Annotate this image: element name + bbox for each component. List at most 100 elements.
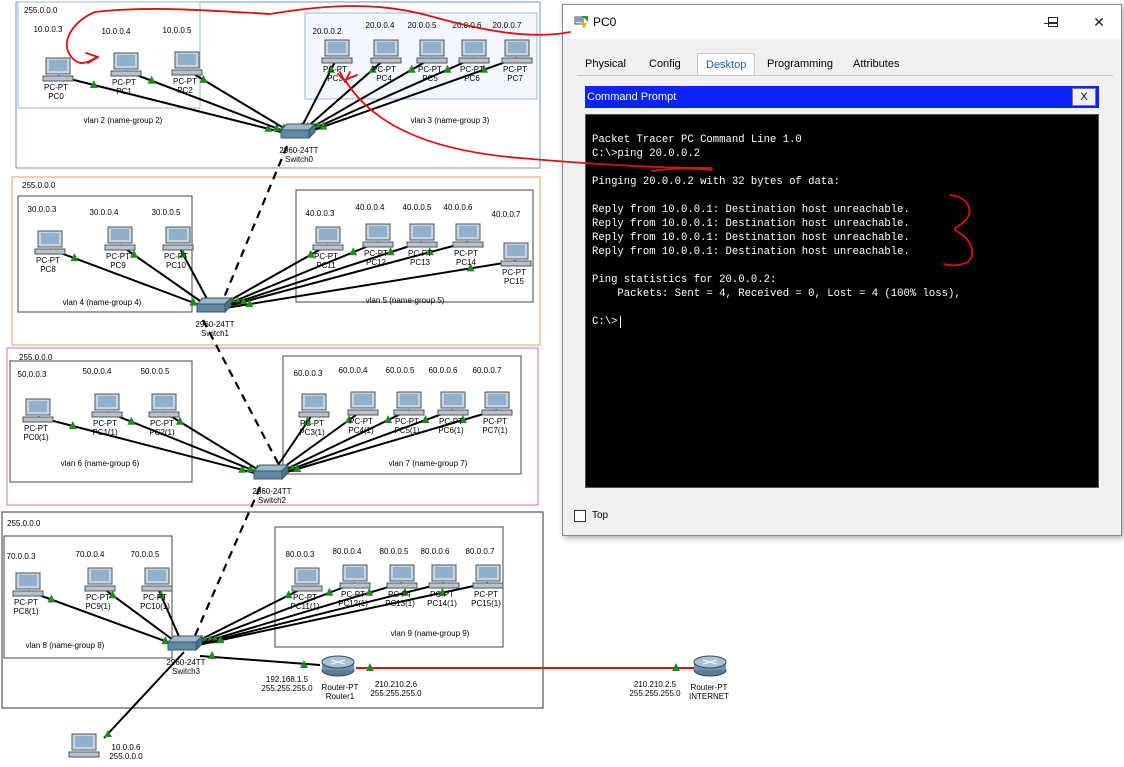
pc-cable: [212, 260, 517, 311]
link-status-icon: [407, 64, 416, 73]
pc-ip-label: 20.0.0.6: [452, 21, 482, 30]
link-status-icon: [438, 587, 447, 596]
pc-label[interactable]: PC-PT PC0: [44, 83, 68, 101]
command-prompt-close-button[interactable]: X: [1072, 88, 1096, 106]
terminal-output[interactable]: Packet Tracer PC Command Line 1.0 C:\>pi…: [585, 114, 1099, 488]
pc-label[interactable]: PC-PT PC5(1): [394, 417, 420, 435]
router1-label[interactable]: Router-PT Router1: [321, 683, 359, 701]
terminal-line: Reply from 10.0.0.1: Destination host un…: [592, 204, 910, 216]
pc-label[interactable]: PC-PT PC2: [173, 77, 197, 95]
pc-cable: [212, 241, 423, 311]
tab-desktop[interactable]: Desktop: [697, 53, 756, 75]
switch-icon: [252, 463, 290, 481]
pc-icon: [148, 393, 180, 418]
pc-icon: [386, 564, 418, 589]
network-area-2: [11, 176, 541, 346]
pc-label[interactable]: PC-PT PC1: [112, 78, 136, 96]
pc-icon: [481, 391, 513, 416]
pc-label[interactable]: PC-PT PC6: [460, 65, 484, 83]
pc-ip-label: 30.0.0.3: [27, 205, 57, 214]
pc-label[interactable]: PC-PT PC0(1): [23, 424, 49, 442]
terminal-line: Reply from 10.0.0.1: Destination host un…: [592, 246, 910, 258]
pc-icon: [34, 230, 66, 255]
pc-label[interactable]: PC-PT PC3(1): [299, 419, 325, 437]
pc-label[interactable]: PC-PT PC15: [502, 268, 526, 286]
packet-tracer-app-icon: [574, 16, 588, 29]
link-status-icon: [303, 416, 312, 425]
pc-label[interactable]: PC-PT PC11(1): [290, 593, 320, 611]
switch-label[interactable]: 2960-24TT Switch1: [195, 320, 235, 338]
pc-ip-label: 20.0.0.4: [365, 21, 395, 30]
switch-label[interactable]: 2960-24TT Switch3: [166, 658, 206, 676]
pc-label[interactable]: PC-PT PC13: [408, 249, 432, 267]
tab-programming[interactable]: Programming: [767, 58, 834, 70]
pc-ip-label: 60.0.0.7: [472, 366, 502, 375]
switch-label[interactable]: 2960-24TT Switch0: [279, 146, 319, 164]
router1-lan-ip-label: 192.168.1.5 255.255.255.0: [261, 675, 313, 693]
pc-label[interactable]: PC-PT PC7: [503, 65, 527, 83]
tab-config[interactable]: Config: [649, 58, 681, 70]
pc-icon: [171, 51, 203, 76]
tab-attributes[interactable]: Attributes: [853, 58, 900, 70]
link-status-icon: [366, 663, 374, 671]
tab-physical[interactable]: Physical: [585, 58, 626, 70]
pc-label[interactable]: PC-PT PC2(1): [149, 419, 175, 437]
pc-label[interactable]: PC-PT PC12(1): [338, 590, 368, 608]
link-status-icon: [345, 415, 354, 424]
pc-icon: [91, 393, 123, 418]
pc-label[interactable]: PC-PT PC4(1): [348, 417, 374, 435]
pc-icon: [162, 226, 194, 251]
top-checkbox[interactable]: [574, 510, 586, 522]
link-status-icon: [319, 121, 328, 130]
link-status-icon: [208, 651, 216, 659]
pc-ip-label: 40.0.0.6: [443, 203, 473, 212]
pc-icon: [104, 226, 136, 251]
pc-ip-label: 80.0.0.7: [465, 547, 495, 556]
pc-ip-label: 20.0.0.5: [407, 21, 437, 30]
vlan-caption: vlan 6 (name-group 6): [60, 459, 140, 468]
pc-label[interactable]: PC-PT PC4: [372, 65, 396, 83]
link-status-icon: [672, 663, 680, 671]
pc-label[interactable]: PC-PT PC15(1): [471, 590, 501, 608]
pc-ip-label: 50.0.0.3: [17, 370, 47, 379]
pc-label[interactable]: PC-PT PC7(1): [482, 417, 508, 435]
maximize-button[interactable]: [1041, 11, 1063, 33]
pc-label[interactable]: PC-PT PC3: [323, 65, 347, 83]
pc-label[interactable]: PC-PT PC14(1): [427, 590, 457, 608]
pc-label[interactable]: PC-PT PC8(1): [13, 598, 39, 616]
vlan-caption: vlan 5 (name-group 5): [365, 296, 445, 305]
link-status-icon: [104, 730, 112, 737]
pc-label[interactable]: PC-PT PC6(1): [438, 417, 464, 435]
close-button[interactable]: ✕: [1093, 14, 1105, 30]
pc-label[interactable]: PC-PT PC10(1): [140, 593, 170, 611]
pc-label[interactable]: PC-PT PC8: [36, 256, 60, 274]
pc-cable: [183, 582, 489, 649]
pc-label[interactable]: PC-PT PC1(1): [92, 419, 118, 437]
pc-label[interactable]: PC-PT PC5: [418, 65, 442, 83]
switch-icon: [195, 296, 233, 314]
pc-label[interactable]: PC-PT PC14: [454, 249, 478, 267]
command-prompt-header: Command Prompt X: [585, 86, 1099, 108]
internet-router-label[interactable]: Router-PT INTERNET: [689, 683, 729, 701]
minimize-icon: [1042, 11, 1064, 33]
link-status-icon: [327, 64, 335, 73]
pc-icon: [84, 567, 116, 592]
pc-ip-label: 80.0.0.6: [420, 547, 450, 556]
pc0-window[interactable]: PC0 — ✕ Physical Config Desktop Programm…: [562, 4, 1122, 536]
pc-icon: [110, 52, 142, 77]
link-status-icon: [458, 415, 467, 424]
pc-ip-label: 20.0.0.7: [492, 21, 522, 30]
pc-label[interactable]: PC-PT PC9(1): [85, 593, 111, 611]
pc-ip-label: 30.0.0.4: [89, 208, 119, 217]
pc-label[interactable]: PC-PT PC13(1): [385, 590, 415, 608]
pc-ip-label: 70.0.0.3: [6, 552, 36, 561]
pc-label[interactable]: PC-PT PC9: [106, 252, 130, 270]
switch-label[interactable]: 2960-24TT Switch2: [252, 487, 292, 505]
pc-label[interactable]: PC-PT PC11: [314, 252, 338, 270]
pc-label[interactable]: PC-PT PC10: [164, 252, 188, 270]
link-status-icon: [293, 463, 302, 472]
terminal-line: Reply from 10.0.0.1: Destination host un…: [592, 232, 910, 244]
window-titlebar[interactable]: PC0 — ✕: [563, 5, 1121, 39]
pc-label[interactable]: PC-PT PC12: [364, 249, 388, 267]
pc-ip-label: 10.0.0.3: [33, 25, 63, 34]
